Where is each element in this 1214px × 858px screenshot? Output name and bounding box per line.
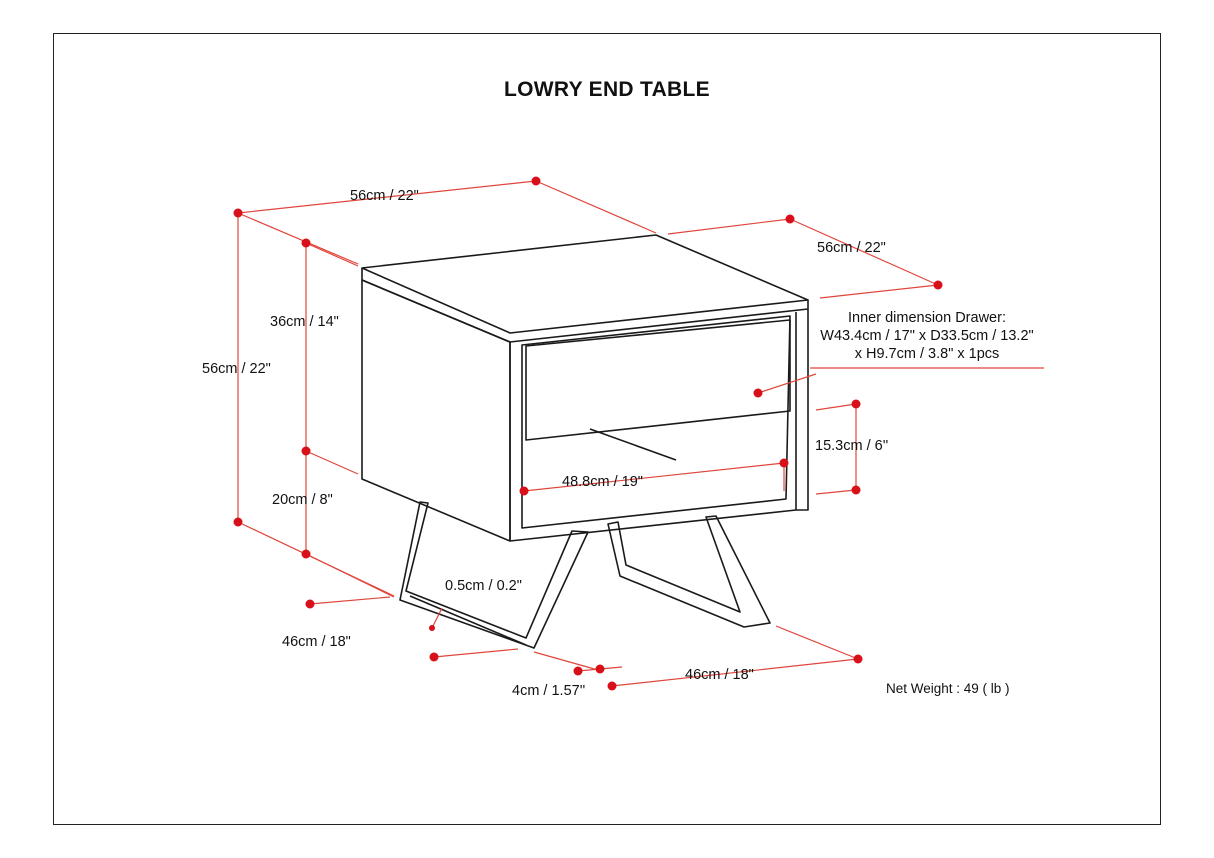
- dimension-markers: [233, 176, 943, 691]
- page-title: LOWRY END TABLE: [504, 78, 710, 101]
- front-right-post: [796, 309, 809, 511]
- marker-dot: [429, 652, 439, 662]
- overall-height-label: 56cm / 22": [202, 361, 271, 377]
- marker-dot: [301, 549, 311, 559]
- table-top-edge: [361, 268, 809, 343]
- front-leg: [399, 501, 589, 649]
- back-leg: [607, 515, 771, 628]
- drawer-note-line3: x H9.7cm / 3.8" x 1pcs: [854, 346, 1000, 362]
- top-depth-label: 56cm / 22": [817, 240, 886, 256]
- marker-dot: [785, 214, 795, 224]
- shelf-inner-line: [589, 428, 677, 461]
- marker-dot: [779, 458, 789, 468]
- drawing-frame: [53, 33, 1161, 825]
- marker-dot: [429, 625, 435, 631]
- marker-dot: [301, 446, 311, 456]
- marker-dot: [851, 399, 861, 409]
- front-frame-bottom: [509, 509, 797, 542]
- drawer-note-line2: W43.4cm / 17" x D33.5cm / 13.2": [820, 328, 1034, 344]
- marker-dot: [519, 486, 529, 496]
- shelf-width-label: 48.8cm / 19": [562, 474, 643, 490]
- marker-dot: [607, 681, 617, 691]
- marker-dot: [851, 485, 861, 495]
- base-width-label: 46cm / 18": [685, 667, 754, 683]
- marker-dot: [233, 208, 243, 218]
- marker-dot: [853, 654, 863, 664]
- top-width-label: 56cm / 22": [350, 188, 419, 204]
- front-opening: [521, 315, 791, 529]
- front-leg-inner: [409, 595, 527, 646]
- leg-width-label: 4cm / 1.57'': [512, 683, 586, 699]
- marker-dot: [573, 666, 583, 676]
- net-weight: Net Weight : 49 ( lb ): [886, 681, 1010, 696]
- base-depth-label: 46cm / 18": [282, 634, 351, 650]
- shelf-height-label: 15.3cm / 6'': [815, 438, 889, 454]
- marker-dot: [233, 517, 243, 527]
- marker-dot: [531, 176, 541, 186]
- drawer-front: [525, 319, 791, 441]
- marker-dot: [933, 280, 943, 290]
- marker-dot: [753, 388, 763, 398]
- marker-dot: [301, 238, 311, 248]
- leg-height-label: 20cm / 8": [272, 492, 333, 508]
- marker-dot: [305, 599, 315, 609]
- dimension-lines: [237, 180, 1044, 687]
- table-top-face: [361, 234, 809, 334]
- marker-dot: [595, 664, 605, 674]
- cabinet-height-label: 36cm / 14": [270, 314, 339, 330]
- end-table-outline: [361, 234, 809, 649]
- leg-thickness-label: 0.5cm / 0.2": [445, 578, 522, 594]
- left-side-panel: [361, 279, 511, 542]
- drawer-note-line1: Inner dimension Drawer:: [848, 310, 1006, 326]
